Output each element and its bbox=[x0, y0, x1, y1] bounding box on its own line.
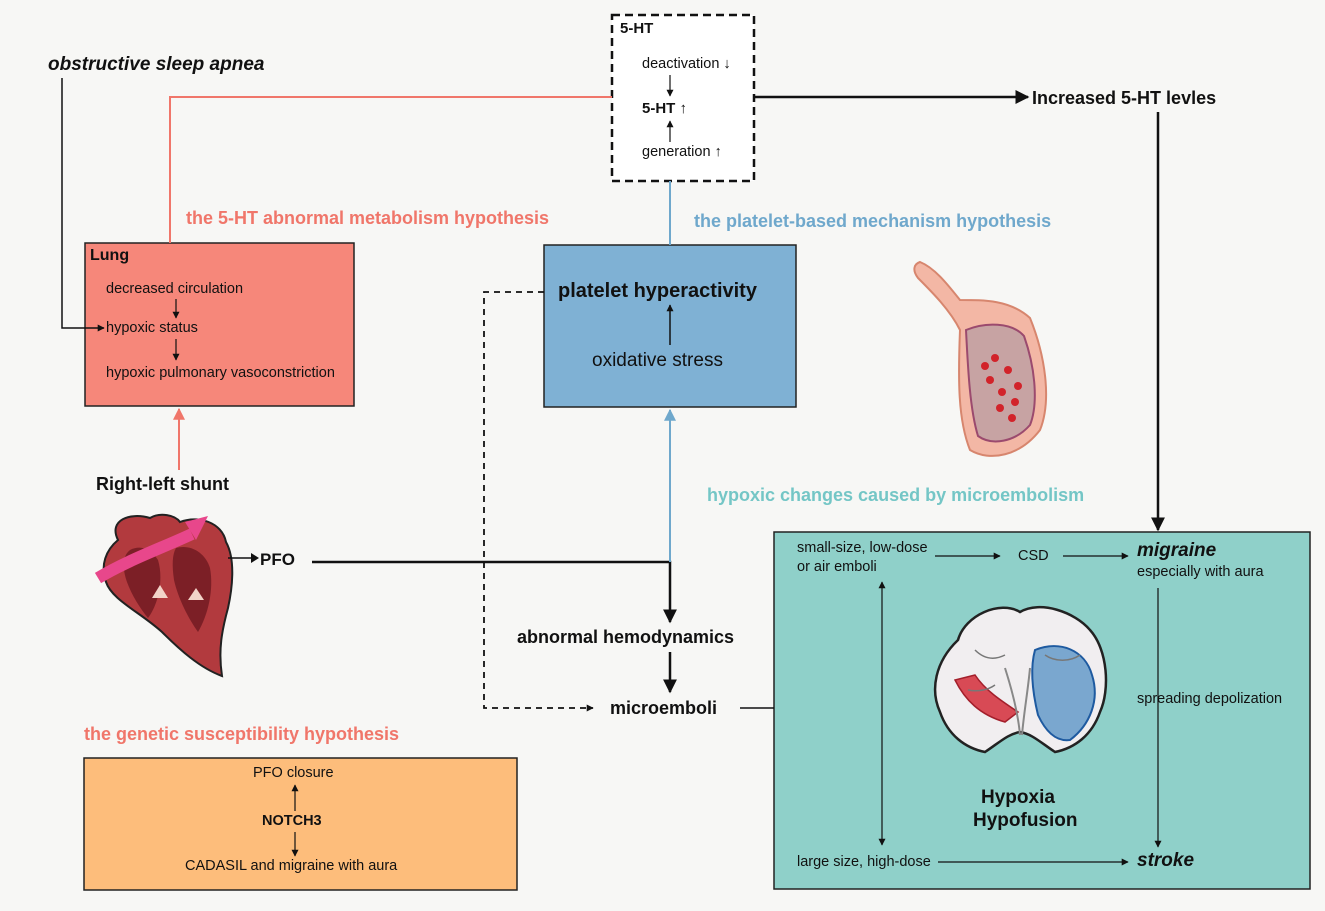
hemodynamics-label: abnormal hemodynamics bbox=[517, 627, 735, 647]
platelet-to-microemboli-dashed bbox=[483, 291, 594, 712]
lung-line-1: decreased circulation bbox=[106, 281, 244, 297]
serotonin-hypothesis-line bbox=[169, 96, 612, 243]
migraine-sub-label: especially with aura bbox=[1137, 564, 1264, 580]
platelet-hypothesis-label: the platelet-based mechanism hypothesis bbox=[694, 211, 1052, 231]
serotonin-box-title: 5-HT bbox=[620, 20, 654, 37]
lung-line-2: hypoxic status bbox=[106, 320, 198, 336]
serotonin-generation: generation ↑ bbox=[642, 144, 722, 160]
serotonin-hypothesis-label: the 5-HT abnormal metabolism hypothesis bbox=[186, 208, 550, 228]
microemboli-label: microemboli bbox=[610, 698, 718, 718]
platelet-cause: oxidative stress bbox=[592, 350, 723, 371]
large-emboli-label: large size, high-dose bbox=[797, 854, 931, 870]
small-emboli-label: small-size, low-dose bbox=[797, 540, 928, 556]
genetic-bottom: CADASIL and migraine with aura bbox=[185, 858, 398, 874]
blood-vessel-icon bbox=[913, 260, 1048, 457]
hypofusion-label: Hypofusion bbox=[973, 810, 1078, 831]
increased-levels-label: Increased 5-HT levles bbox=[1032, 88, 1217, 108]
csd-label: CSD bbox=[1018, 548, 1049, 564]
serotonin-box bbox=[610, 13, 756, 183]
platelet-box-title: platelet hyperactivity bbox=[558, 280, 757, 302]
sleep-apnea-label: obstructive sleep apnea bbox=[48, 54, 265, 75]
small-emboli-label-2: or air emboli bbox=[797, 559, 877, 575]
genetic-hypothesis-label: the genetic susceptibility hypothesis bbox=[84, 724, 400, 744]
brain-icon bbox=[933, 605, 1108, 754]
lung-box bbox=[84, 242, 355, 407]
pfo-label: PFO bbox=[260, 550, 295, 569]
microembolism-hypothesis-label: hypoxic changes caused by microembolism bbox=[707, 485, 1085, 505]
stroke-label: stroke bbox=[1137, 850, 1195, 871]
heart-to-pfo-arrow bbox=[228, 553, 259, 563]
apnea-arrow bbox=[61, 78, 105, 332]
lung-box-title: Lung bbox=[90, 247, 130, 264]
spreading-label: spreading depolization bbox=[1137, 691, 1283, 707]
heart-icon bbox=[94, 513, 234, 678]
genetic-top: PFO closure bbox=[253, 765, 334, 781]
serotonin-deactivation: deactivation ↓ bbox=[642, 56, 731, 72]
genetic-middle: NOTCH3 bbox=[262, 813, 322, 829]
serotonin-level: 5-HT ↑ bbox=[642, 100, 687, 117]
genetic-box bbox=[83, 757, 518, 891]
lung-line-3: hypoxic pulmonary vasoconstriction bbox=[106, 365, 335, 381]
shunt-label: Right-left shunt bbox=[96, 474, 229, 494]
pfo-to-hemodynamics-arrow bbox=[312, 560, 677, 624]
migraine-label: migraine bbox=[1137, 540, 1217, 561]
hypoxia-label: Hypoxia bbox=[981, 787, 1055, 808]
